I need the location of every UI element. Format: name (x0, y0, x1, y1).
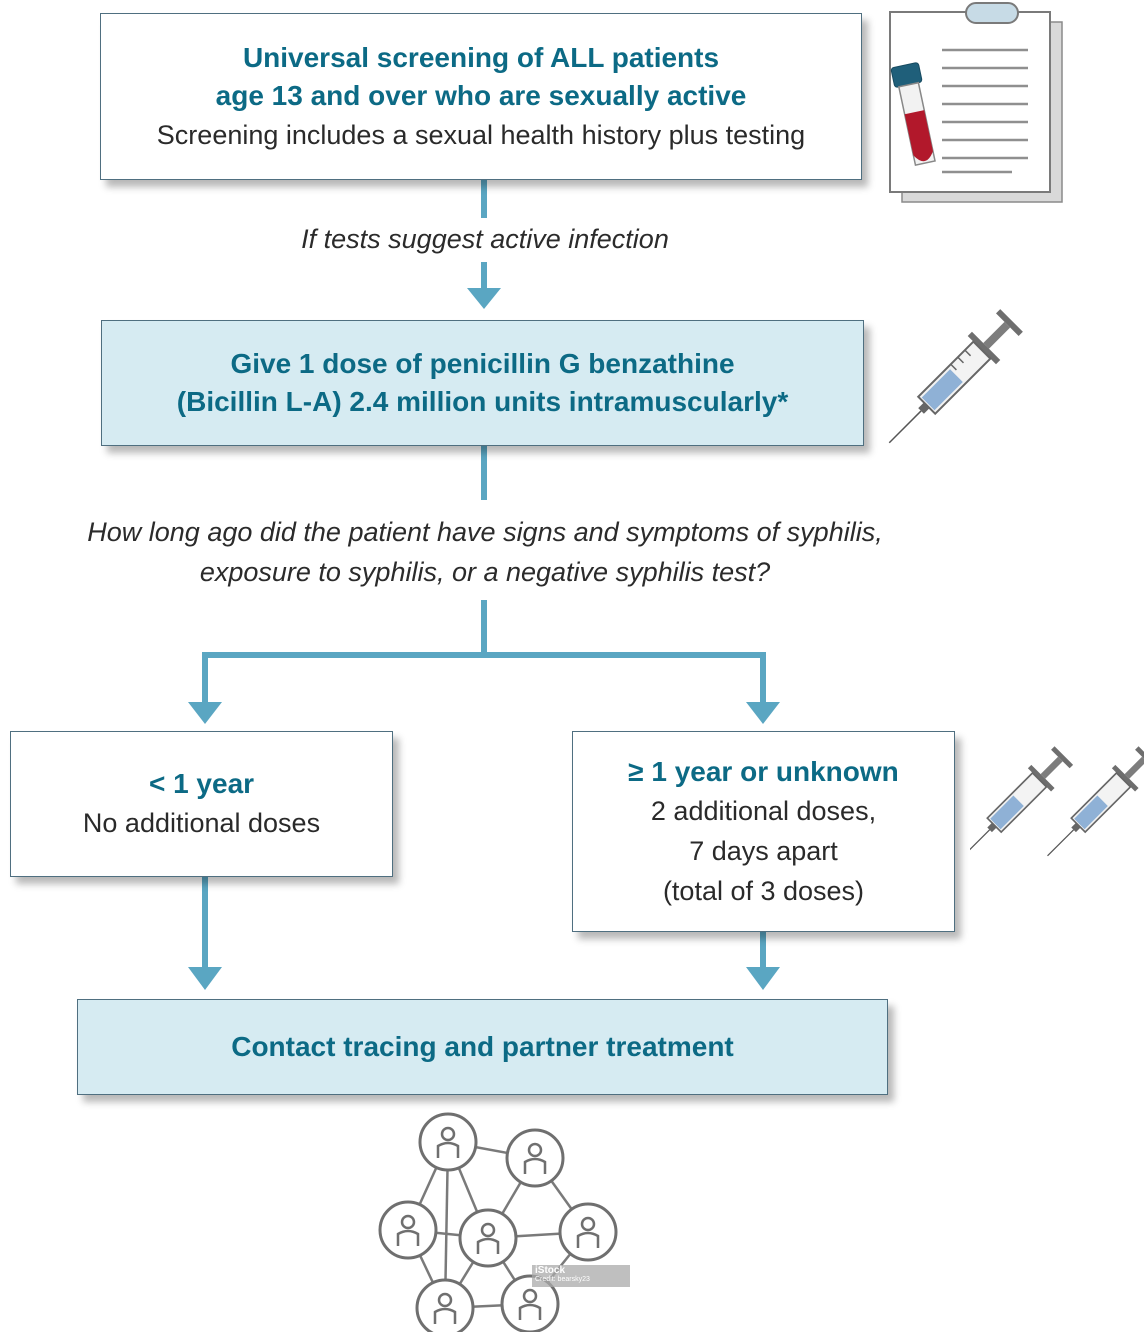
clipboard-with-blood-tube-icon (889, 2, 1063, 203)
screening-box: Universal screening of ALL patients age … (100, 13, 862, 180)
screening-subtitle: Screening includes a sexual health histo… (156, 119, 806, 150)
network-person-node (458, 1208, 518, 1268)
network-person-node (500, 1274, 560, 1332)
network-person-node (415, 1278, 475, 1332)
network-person-node (505, 1128, 565, 1188)
arrowhead-left-to-final (188, 967, 222, 990)
dose-box: Give 1 dose of penicillin G benzathine (… (101, 320, 864, 446)
watermark-credit: Credit: bearsky23 (535, 1276, 590, 1283)
network-person-node (558, 1202, 618, 1262)
final-box: Contact tracing and partner treatment (77, 999, 888, 1095)
arrowhead-to-right (746, 702, 780, 724)
question-line1: How long ago did the patient have signs … (87, 517, 883, 547)
screening-title-line2: age 13 and over who are sexually active (215, 79, 747, 111)
screening-title-line1: Universal screening of ALL patients (242, 41, 720, 73)
final-title: Contact tracing and partner treatment (231, 1031, 734, 1062)
istock-watermark: iStock Credit: bearsky23 (532, 1265, 630, 1287)
people-network-icon (378, 1112, 618, 1332)
arrowhead-to-dose (467, 288, 501, 309)
branch-right-line1: 2 additional doses, (650, 795, 877, 826)
branch-right-line2: 7 days apart (689, 835, 838, 866)
two-syringes-icon (970, 746, 1144, 857)
condition-label: If tests suggest active infection (301, 224, 669, 254)
connector-split (202, 652, 766, 702)
network-person-node (418, 1112, 478, 1172)
dose-line2: (Bicillin L-A) 2.4 million units intramu… (176, 386, 789, 417)
blood-tube (890, 62, 936, 166)
branch-left-box: < 1 year No additional doses (10, 731, 393, 877)
branch-left-text: No additional doses (82, 808, 321, 838)
branch-left-title: < 1 year (148, 768, 255, 799)
network-person-node (378, 1200, 438, 1260)
question-line2: exposure to syphilis, or a negative syph… (199, 557, 771, 587)
arrowhead-right-to-final (746, 967, 780, 990)
syringe-icon (888, 309, 1023, 444)
branch-right-title: ≥ 1 year or unknown (628, 755, 899, 787)
branch-right-line3: (total of 3 doses) (662, 875, 865, 906)
watermark-brand: iStock (535, 1265, 566, 1276)
branch-right-box: ≥ 1 year or unknown 2 additional doses, … (572, 731, 955, 932)
dose-line1: Give 1 dose of penicillin G benzathine (230, 348, 735, 379)
arrowhead-to-left (188, 702, 222, 724)
